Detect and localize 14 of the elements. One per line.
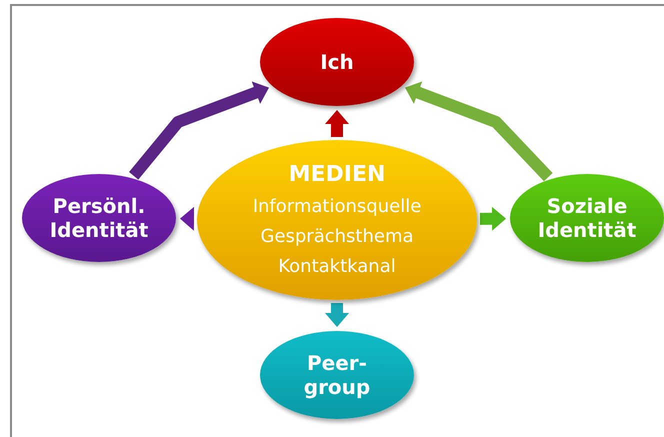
block-arrow (480, 206, 506, 231)
block-arrow (129, 81, 269, 180)
block-arrow (325, 303, 349, 327)
node-text: Gesprächsthema (260, 225, 414, 249)
block-arrow (180, 206, 194, 231)
node-label: Peer- group (302, 351, 372, 399)
node-label: Soziale Identität (536, 194, 638, 242)
node-label: Ich (319, 50, 355, 74)
block-arrow (405, 81, 553, 182)
block-arrow (325, 110, 349, 137)
node-label: Persönl. Identität (48, 194, 150, 242)
node-text: Kontaktkanal (278, 255, 396, 279)
node-text: Informationsquelle (252, 195, 422, 219)
node-title: MEDIEN (288, 161, 386, 189)
